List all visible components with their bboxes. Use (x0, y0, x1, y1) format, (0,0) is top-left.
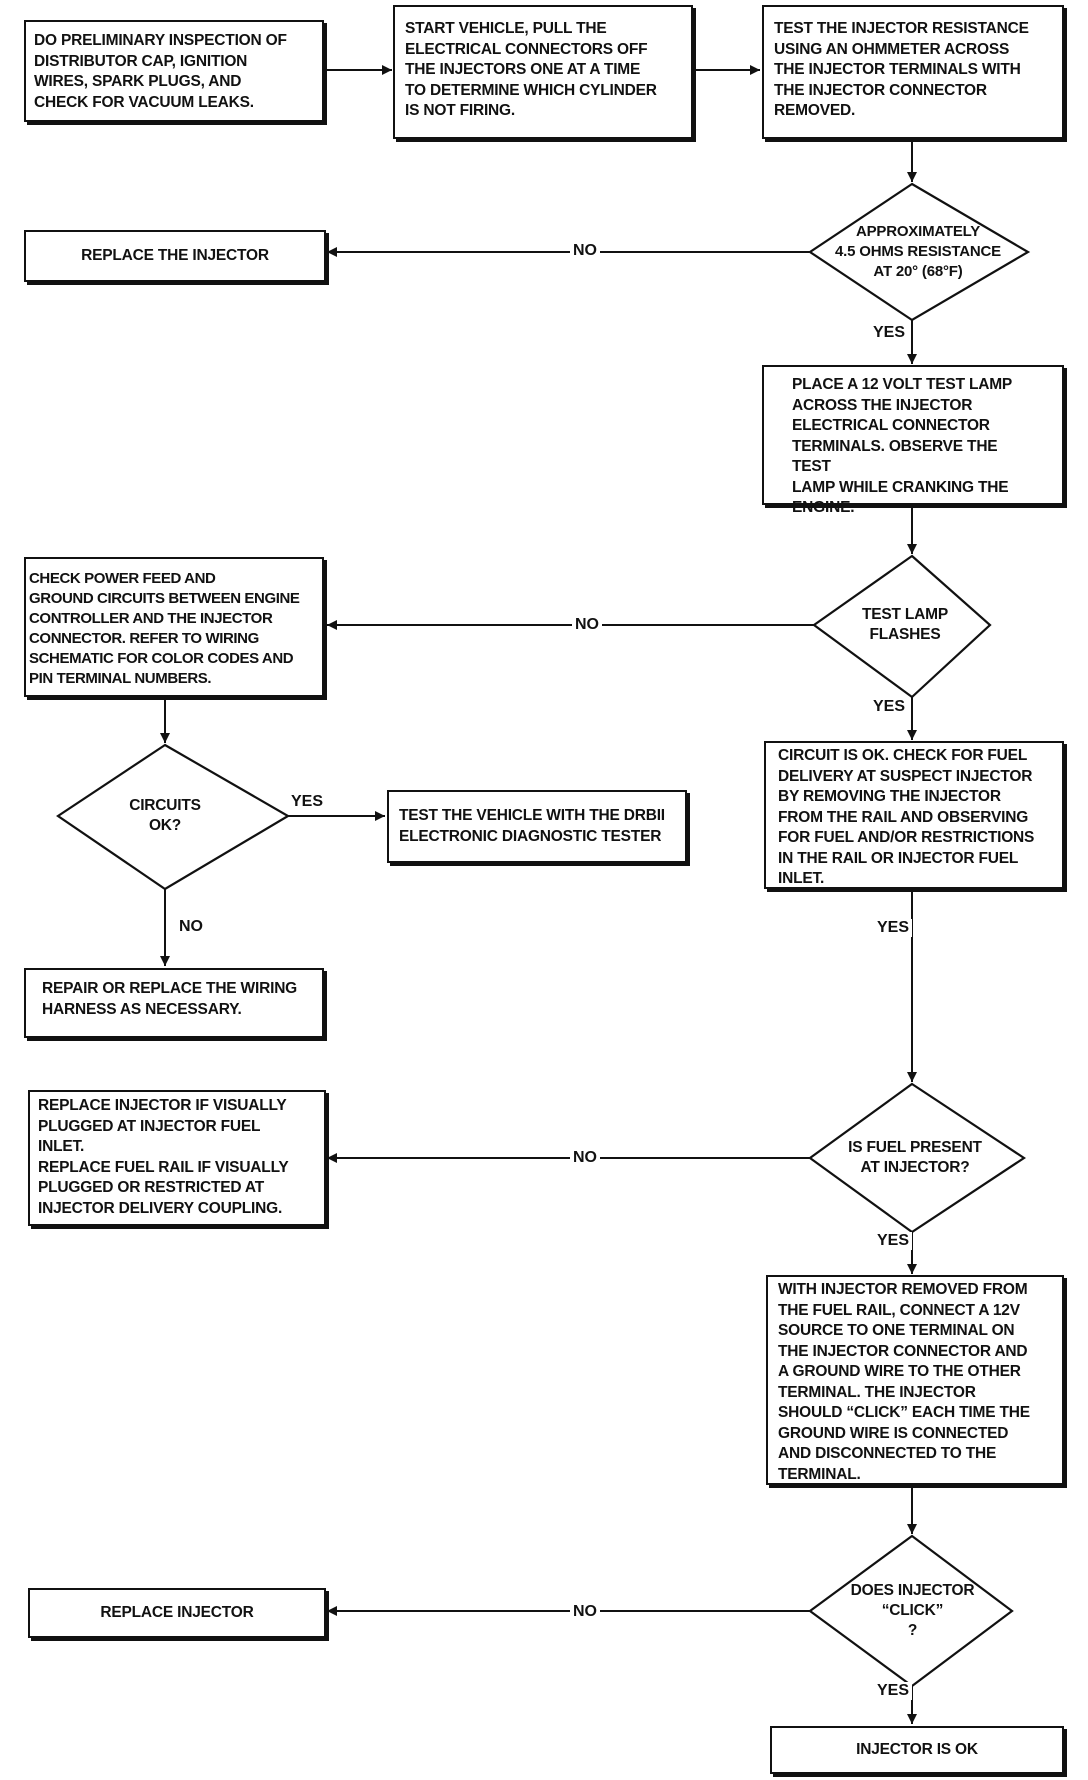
check-power-feed-box: CHECK POWER FEED AND GROUND CIRCUITS BET… (24, 557, 324, 697)
yes-label-circuits: YES (288, 793, 327, 811)
replace-injector-box: REPLACE INJECTOR (28, 1588, 326, 1638)
decision-diamond-lamp (812, 554, 992, 699)
replace-the-injector-box: REPLACE THE INJECTOR (24, 230, 326, 282)
no-label-resistance: NO (570, 242, 600, 260)
test-lamp-box: PLACE A 12 VOLT TEST LAMP ACROSS THE INJ… (762, 365, 1064, 516)
yes-label-resistance: YES (870, 324, 909, 342)
decision-resistance-text: APPROXIMATELY 4.5 OHMS RESISTANCE AT 20°… (835, 223, 1001, 280)
decision-lamp-text: TEST LAMP FLASHES (861, 606, 949, 643)
no-label-fuel: NO (570, 1149, 600, 1167)
yes-label-fuel: YES (874, 1232, 913, 1250)
test-resistance-box: TEST THE INJECTOR RESISTANCE USING AN OH… (762, 5, 1064, 139)
yes-label-click: YES (874, 1682, 913, 1700)
yes-label-lamp: YES (870, 698, 909, 716)
yes-label-circuit-ok: YES (874, 919, 913, 937)
drb-tester-box: TEST THE VEHICLE WITH THE DRBII ELECTRON… (387, 790, 687, 863)
decision-circuits-text: CIRCUITS OK? (129, 797, 201, 834)
decision-click-text: DOES INJECTOR “CLICK” ? (850, 1582, 975, 1639)
no-label-lamp: NO (572, 616, 602, 634)
start-vehicle-box: START VEHICLE, PULL THE ELECTRICAL CONNE… (393, 5, 693, 139)
replace-plugged-box: REPLACE INJECTOR IF VISUALLY PLUGGED AT … (28, 1090, 326, 1226)
preliminary-inspection-box: DO PRELIMINARY INSPECTION OF DISTRIBUTOR… (24, 20, 324, 122)
click-test-box: WITH INJECTOR REMOVED FROM THE FUEL RAIL… (766, 1275, 1064, 1485)
no-label-circuits: NO (176, 918, 206, 936)
decision-diamond-resistance (808, 182, 1031, 322)
decision-fuel-text: IS FUEL PRESENT AT INJECTOR? (848, 1139, 982, 1176)
injector-ok-box: INJECTOR IS OK (770, 1726, 1064, 1774)
circuit-ok-box: CIRCUIT IS OK. CHECK FOR FUEL DELIVERY A… (764, 741, 1064, 889)
no-label-click: NO (570, 1603, 600, 1621)
repair-wiring-box: REPAIR OR REPLACE THE WIRING HARNESS AS … (24, 968, 324, 1038)
decision-diamond-circuits (56, 743, 291, 891)
